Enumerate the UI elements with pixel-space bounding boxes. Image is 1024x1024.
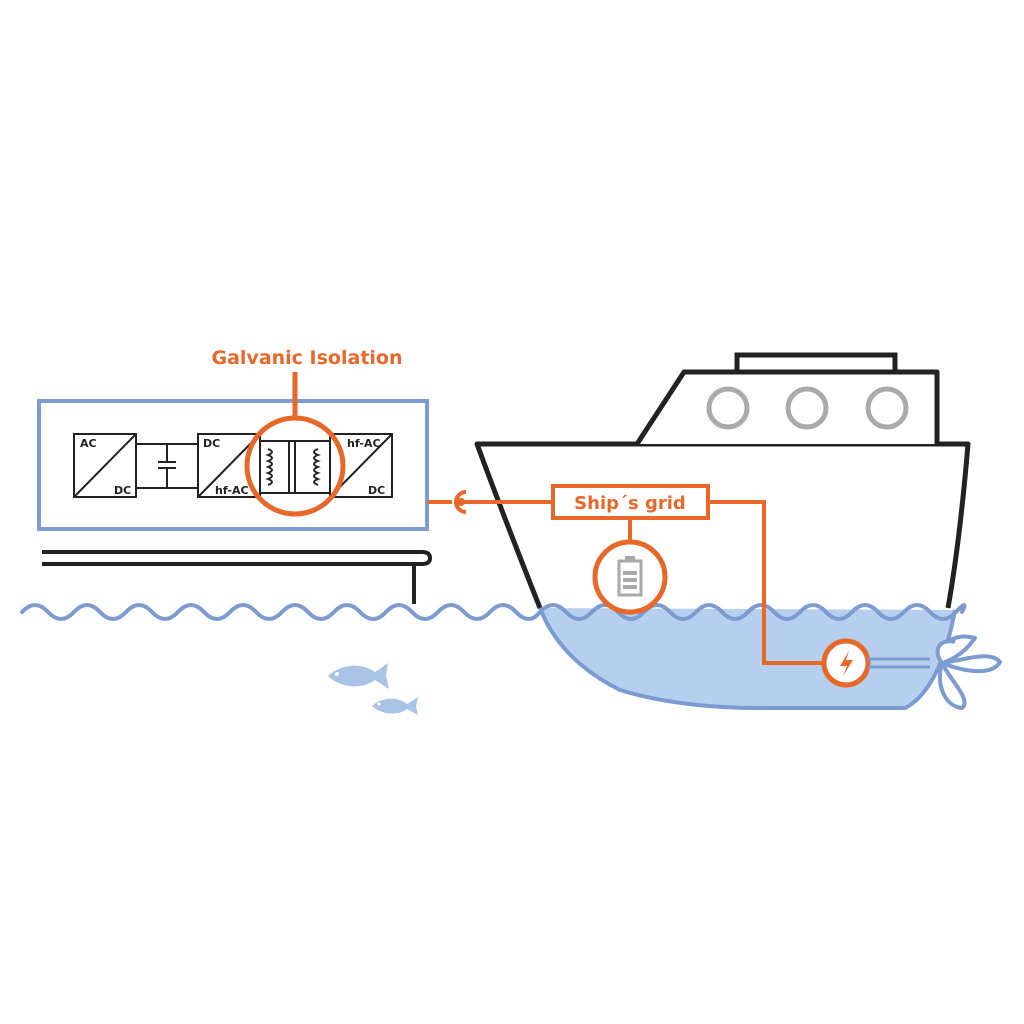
socket-icon	[454, 490, 467, 514]
battery-circle	[592, 539, 668, 615]
battery-icon	[617, 556, 643, 597]
fish-icon	[328, 663, 389, 689]
hull-underwater-outline	[538, 607, 957, 710]
converter-acdc-diagonal	[73, 433, 137, 498]
ship-cabin-roof	[734, 352, 898, 375]
hfac-dc-in-label: hf-AC	[347, 437, 381, 450]
ship-hull	[474, 441, 971, 609]
porthole-2	[785, 386, 829, 430]
propeller-shaft	[868, 657, 930, 669]
propeller-icon	[935, 634, 1002, 710]
ships-grid-label: Ship´s grid	[574, 493, 686, 514]
water-surface	[20, 603, 542, 621]
acdc-out-label: DC	[114, 484, 131, 497]
pier-deck	[42, 550, 433, 566]
porthole-3	[865, 386, 909, 430]
galvanic-isolation-label: Galvanic Isolation	[212, 347, 403, 369]
motor-cable	[708, 500, 824, 665]
transformer-secondary-coil	[313, 448, 321, 486]
ships-grid-box	[551, 484, 710, 520]
acdc-in-label: AC	[80, 437, 97, 450]
porthole-1	[706, 386, 750, 430]
dc-hfac-in-label: DC	[203, 437, 220, 450]
transformer-primary-coil	[265, 448, 273, 486]
fish-icon	[372, 697, 418, 715]
dc-hfac-out-label: hf-AC	[215, 484, 249, 497]
lightning-icon	[840, 651, 853, 676]
hfac-dc-out-label: DC	[368, 484, 385, 497]
